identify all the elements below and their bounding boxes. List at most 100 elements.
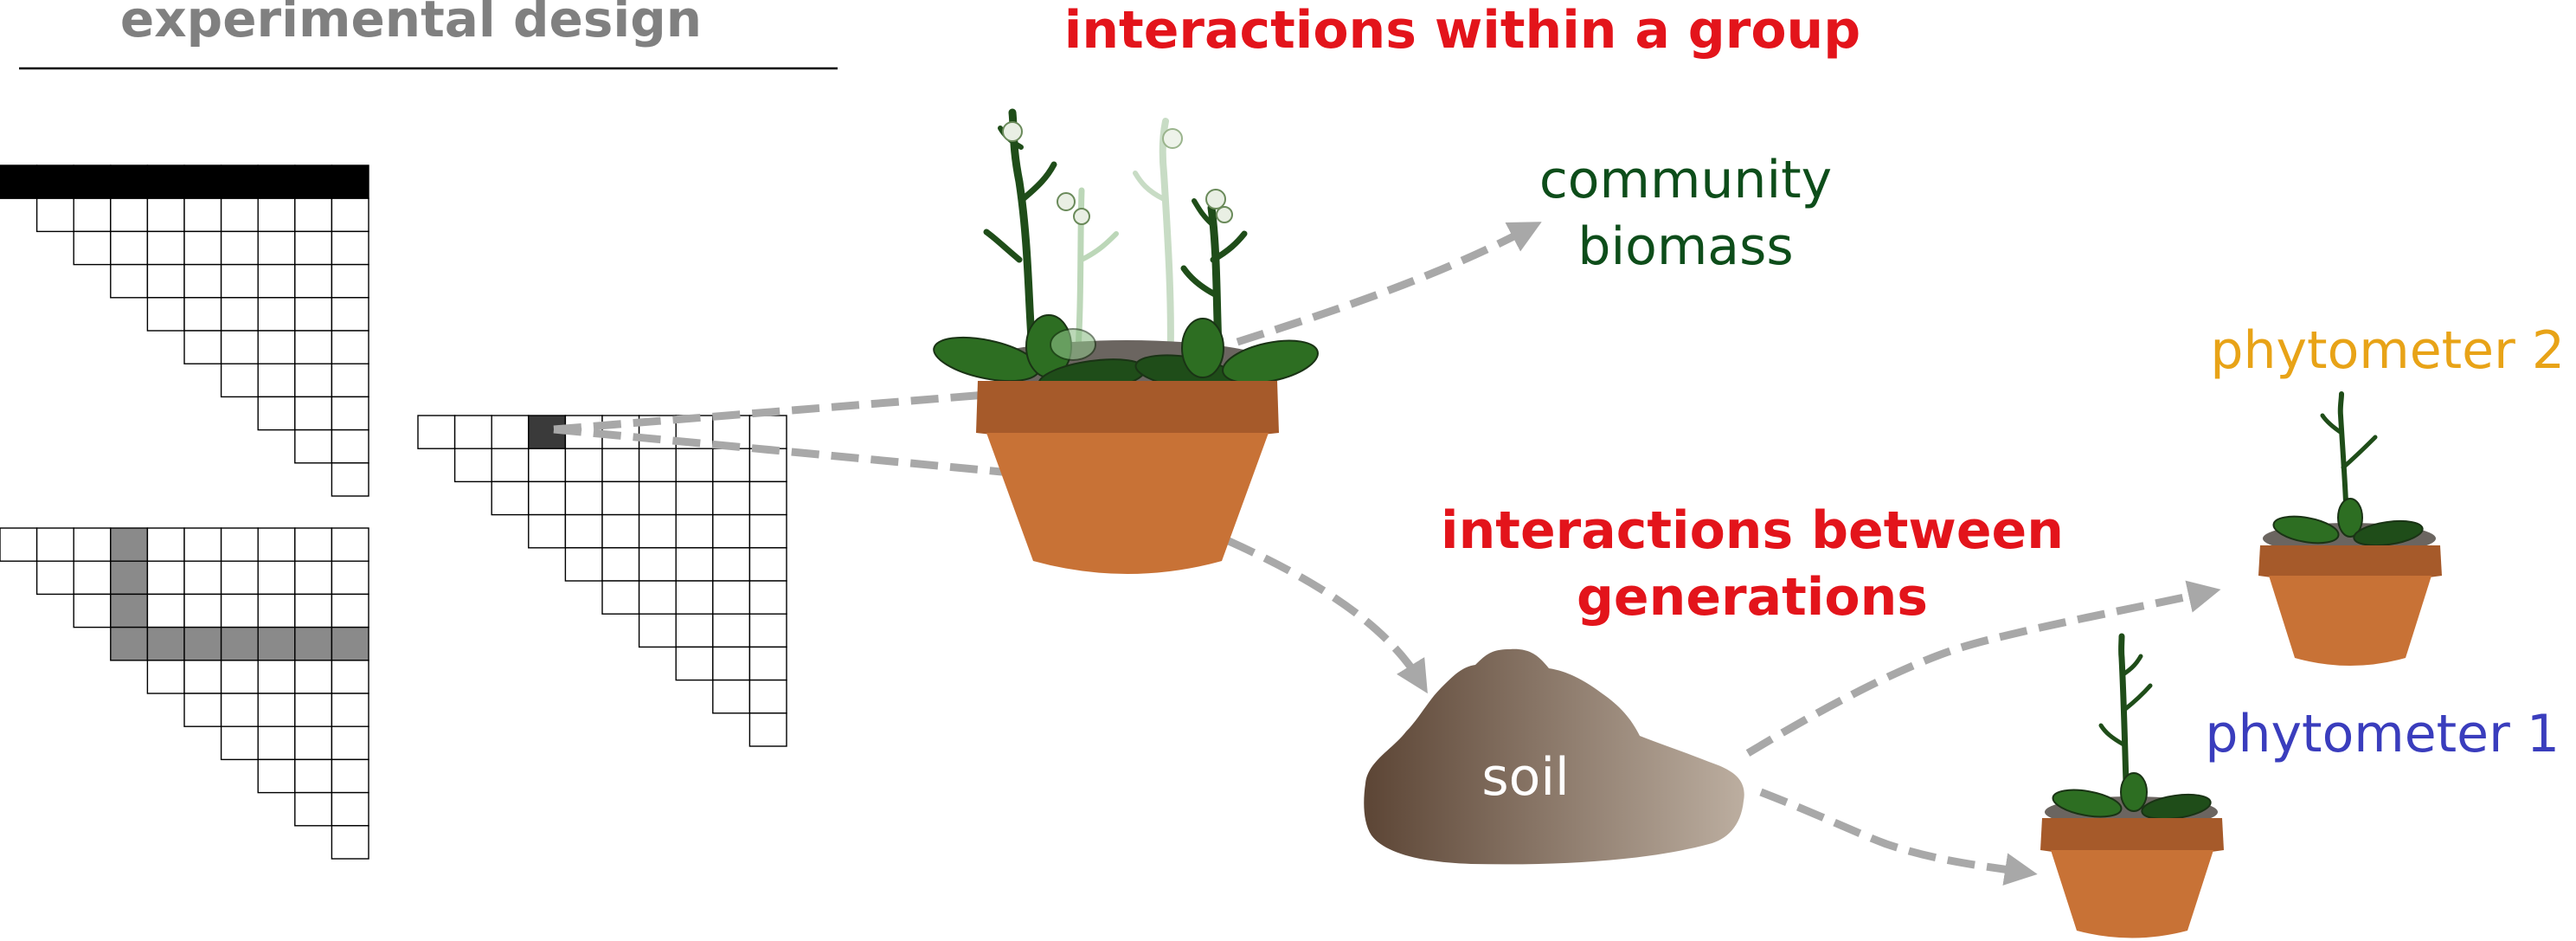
matrix-cell	[257, 263, 296, 299]
matrix-cell	[491, 415, 530, 449]
matrix-cell	[294, 725, 333, 761]
matrix-cell	[638, 448, 677, 483]
matrix-cell	[183, 660, 222, 694]
matrix-cell	[331, 330, 369, 364]
matrix-cell	[294, 230, 333, 266]
interactions-within-label: interactions within a group	[1064, 0, 1860, 61]
matrix-cell	[73, 560, 112, 596]
matrix-cell	[220, 230, 259, 266]
matrix-cell	[601, 580, 640, 615]
matrix-cell	[294, 791, 333, 827]
matrix-cell	[220, 660, 259, 694]
matrix-cell	[183, 164, 222, 199]
arrow-icon	[1227, 537, 1428, 694]
matrix-cell	[35, 197, 74, 233]
matrix-cell	[331, 230, 369, 266]
matrix-cell	[564, 480, 603, 516]
matrix-cell	[331, 758, 369, 794]
phytometer-2-pot	[2258, 391, 2442, 666]
matrix-cell	[712, 679, 751, 714]
matrix-cell	[146, 593, 185, 628]
matrix-cell	[712, 480, 751, 516]
matrix-cell	[491, 480, 530, 516]
matrix-cell	[294, 560, 333, 596]
matrix-cell	[35, 560, 74, 596]
matrix-cell	[257, 527, 296, 562]
matrix-cell	[712, 547, 751, 582]
matrix-cell	[564, 513, 603, 549]
phytometer-1-label: phytometer 1	[2205, 704, 2560, 764]
matrix-cell	[675, 646, 714, 681]
matrix-cell	[675, 613, 714, 648]
matrix-cell	[453, 415, 492, 449]
matrix-cell	[257, 297, 296, 332]
matrix-cell	[294, 527, 333, 562]
matrix-cell	[331, 825, 369, 860]
matrix-cell	[0, 527, 38, 562]
matrix-cell	[183, 297, 222, 332]
matrix-cell	[35, 164, 74, 199]
matrix-cell	[331, 725, 369, 761]
matrix-cell	[183, 626, 222, 661]
matrix-cell	[528, 513, 567, 549]
matrix-cell	[748, 679, 787, 714]
matrix-cell	[220, 593, 259, 628]
matrix-cell	[183, 560, 222, 596]
matrix-cell	[220, 560, 259, 596]
matrix-cell	[294, 164, 333, 199]
matrix-cell	[257, 164, 296, 199]
pot-icon	[2040, 818, 2224, 857]
matrix-cell	[453, 448, 492, 483]
matrix-cell	[417, 415, 456, 449]
matrix-cell	[146, 263, 185, 299]
matrix-cell	[331, 791, 369, 827]
matrix-cell	[748, 513, 787, 549]
soil-label: soil	[1481, 747, 1569, 808]
matrix-cell	[712, 580, 751, 615]
matrix-cell	[257, 758, 296, 794]
matrix-cell	[73, 593, 112, 628]
matrix-cell	[528, 480, 567, 516]
matrix-cell	[110, 527, 149, 562]
matrix-selected-cell	[417, 415, 787, 747]
matrix-cell	[294, 297, 333, 332]
matrix-cell	[183, 197, 222, 233]
matrix-cell	[675, 448, 714, 483]
community-biomass-label-1: community	[1539, 150, 1832, 210]
matrix-cell	[712, 448, 751, 483]
matrix-cell	[183, 593, 222, 628]
interactions-between-label-2: generations	[1577, 567, 1928, 628]
matrix-cell	[220, 363, 259, 398]
matrix-cell	[294, 429, 333, 464]
matrix-cell	[748, 448, 787, 483]
matrix-cell	[675, 580, 714, 615]
matrix-cell	[220, 725, 259, 761]
matrix-cell	[220, 693, 259, 727]
matrix-cell	[331, 527, 369, 562]
plant-icon	[2098, 633, 2153, 813]
matrix-cell	[564, 448, 603, 483]
arrow-icon	[1759, 788, 2038, 886]
matrix-cell	[183, 263, 222, 299]
matrix-cell	[638, 480, 677, 516]
matrix-cell	[220, 626, 259, 661]
matrix-cell	[331, 593, 369, 628]
arrows	[1227, 222, 2221, 886]
matrix-cell	[73, 197, 112, 233]
matrix-cell	[73, 527, 112, 562]
matrix-cell	[712, 646, 751, 681]
matrix-cell	[220, 297, 259, 332]
matrix-cell	[146, 297, 185, 332]
connector-lines	[553, 390, 1012, 477]
matrix-cell	[638, 580, 677, 615]
matrix-cell	[110, 164, 149, 199]
matrix-cell	[294, 693, 333, 727]
matrix-cell	[748, 613, 787, 648]
section-title: experimental design	[120, 0, 702, 48]
matrix-cell	[638, 513, 677, 549]
matrix-cell	[146, 660, 185, 694]
matrix-cell	[331, 197, 369, 233]
matrix-cell	[0, 164, 38, 199]
matrix-cell	[601, 448, 640, 483]
matrix-cell	[331, 164, 369, 199]
